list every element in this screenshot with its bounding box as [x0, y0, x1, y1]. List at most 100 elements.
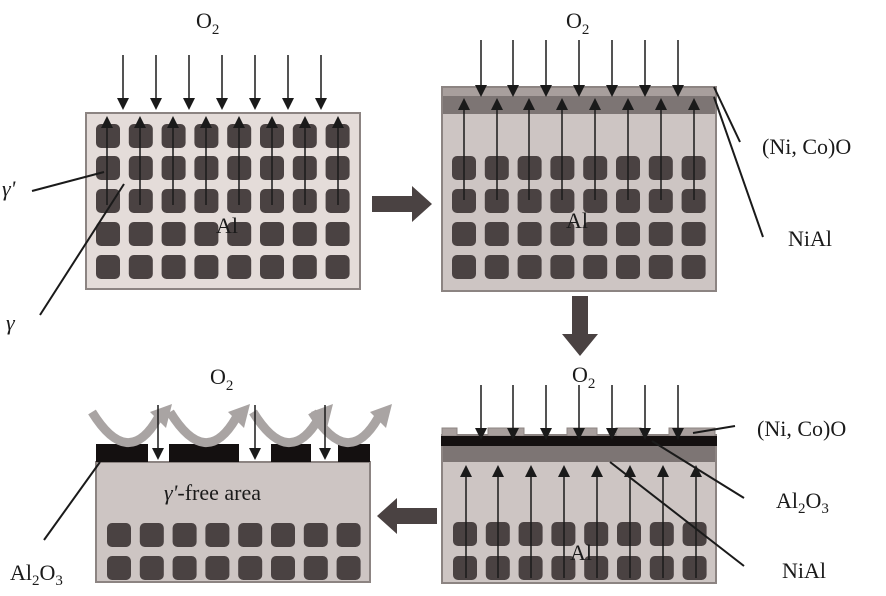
- panel-nio-formation: O2 Al (Ni, Co)O NiAl: [441, 8, 851, 292]
- precipitate: [128, 124, 153, 148]
- arrow-head-up-icon: [101, 116, 113, 128]
- alumina-label: Al2O3: [10, 560, 63, 589]
- arrow-head-up-icon: [134, 116, 146, 128]
- precipitate: [616, 189, 640, 213]
- precipitate: [303, 556, 328, 580]
- alumina-fragment: [338, 444, 370, 462]
- spall-arrow-head-icon: [150, 404, 172, 428]
- arrow-head-down-icon: [606, 428, 618, 440]
- nial-layer: [443, 446, 715, 462]
- alumina-fragments: [96, 444, 370, 462]
- precipitate: [303, 523, 328, 547]
- panel-spallation: O2 γ'-free area Al2O3: [10, 364, 392, 589]
- o2-arrows-down: [152, 405, 331, 460]
- nial-layer: [443, 96, 715, 114]
- alumina-layer: [441, 436, 717, 446]
- precipitate: [617, 522, 641, 546]
- precipitate: [128, 189, 153, 213]
- nial-leader: [713, 96, 764, 238]
- precipitate: [550, 222, 575, 246]
- arrow-head-down-icon: [475, 85, 487, 97]
- arrow-head-up-icon: [332, 116, 344, 128]
- arrow-head-up-icon: [589, 98, 601, 110]
- nio-label: (Ni, Co)O: [757, 416, 846, 441]
- precipitate: [550, 255, 575, 279]
- precipitate: [96, 222, 120, 246]
- arrow-head-up-icon: [491, 98, 503, 110]
- spall-curve: [249, 409, 323, 448]
- precipitate: [161, 222, 186, 246]
- arrow-head-up-icon: [556, 98, 568, 110]
- arrow-head-up-icon: [688, 98, 700, 110]
- nial-label: NiAl: [788, 226, 832, 251]
- precipitate: [107, 556, 131, 580]
- arrow-head-up-icon: [657, 465, 669, 477]
- arrow-head-up-icon: [492, 465, 504, 477]
- o2-label: O2: [566, 8, 589, 38]
- gamma-prime-leader: [31, 171, 105, 192]
- nio-island: [615, 427, 642, 437]
- alumina-leader: [651, 440, 745, 499]
- matrix: [441, 86, 717, 292]
- arrow-head-up-icon: [523, 98, 535, 110]
- precipitate: [96, 156, 120, 180]
- precipitate: [681, 222, 706, 246]
- precipitate: [681, 189, 706, 213]
- precipitate: [128, 156, 153, 180]
- precipitate: [484, 255, 509, 279]
- nio-island: [441, 427, 458, 437]
- nial-leader: [609, 461, 745, 567]
- precipitate: [96, 124, 120, 148]
- o2-label: O2: [210, 364, 233, 394]
- arrow-head-down-icon: [639, 428, 651, 440]
- precipitate: [681, 255, 706, 279]
- precipitate: [172, 523, 197, 547]
- precipitate: [238, 556, 263, 580]
- o2-arrows-down: [117, 55, 327, 110]
- arrow-head-down-icon: [152, 448, 164, 460]
- precipitate: [325, 255, 350, 279]
- al-arrows-up: [101, 116, 344, 205]
- alumina-label: Al2O3: [776, 488, 829, 517]
- precipitate: [260, 255, 284, 279]
- gamma-prime-label: γ': [2, 176, 16, 201]
- alumina-fragment: [271, 444, 311, 462]
- precipitate: [617, 556, 641, 580]
- arrow-head-down-icon: [319, 448, 331, 460]
- arrow-head-up-icon: [233, 116, 245, 128]
- precipitates: [452, 156, 706, 279]
- precipitate: [325, 222, 350, 246]
- precipitate: [139, 556, 164, 580]
- arrow-head-up-icon: [266, 116, 278, 128]
- spall-curve: [166, 409, 240, 448]
- al-arrows-up: [460, 465, 702, 578]
- precipitate: [128, 255, 153, 279]
- alumina-fragment: [96, 444, 148, 462]
- nio-island: [487, 427, 525, 437]
- arrow-head-down-icon: [507, 428, 519, 440]
- arrow-head-down-icon: [672, 428, 684, 440]
- arrow-head-up-icon: [690, 465, 702, 477]
- arrow-head-up-icon: [591, 465, 603, 477]
- arrow-head-up-icon: [460, 465, 472, 477]
- arrow-head-up-icon: [299, 116, 311, 128]
- precipitates: [453, 522, 707, 580]
- arrow-head-down-icon: [150, 98, 162, 110]
- matrix: [85, 112, 361, 290]
- arrow-head-down-icon: [507, 85, 519, 97]
- nio-label: (Ni, Co)O: [762, 134, 851, 159]
- precipitate: [583, 222, 608, 246]
- arrow-head-up-icon: [458, 98, 470, 110]
- left-arrow-icon: [377, 498, 437, 534]
- spallation-arrows: [88, 404, 392, 448]
- precipitate: [227, 255, 252, 279]
- nio-leader: [713, 86, 741, 143]
- precipitate: [292, 222, 317, 246]
- arrow-head-down-icon: [540, 85, 552, 97]
- precipitate: [517, 255, 542, 279]
- precipitate: [271, 556, 295, 580]
- precipitate: [260, 222, 284, 246]
- arrow-head-down-icon: [117, 98, 129, 110]
- precipitate: [96, 189, 120, 213]
- precipitate: [292, 255, 317, 279]
